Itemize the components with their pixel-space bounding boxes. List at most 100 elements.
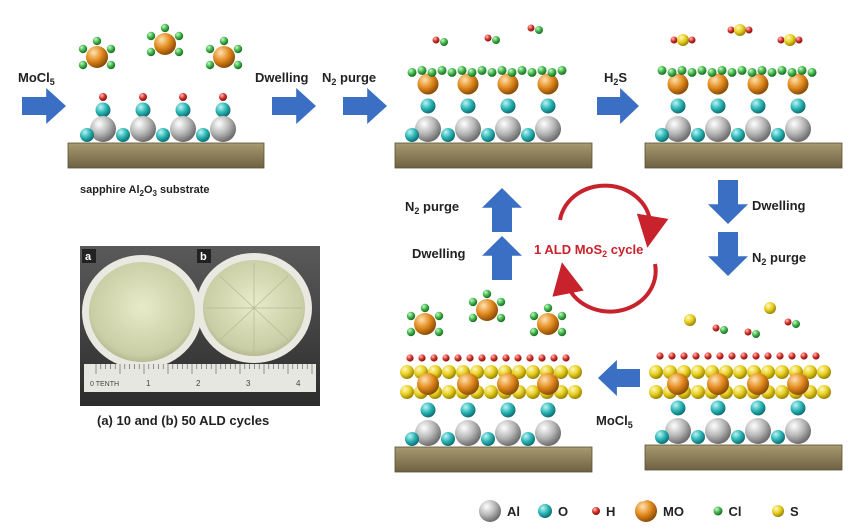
cl-atom — [496, 297, 506, 307]
h-atom — [692, 352, 700, 360]
h-atom — [562, 354, 570, 362]
h-atom — [538, 354, 546, 362]
label-dwelling-top: Dwelling — [255, 70, 309, 85]
arrow-n2-purge-left — [482, 188, 522, 232]
cl-atom — [78, 60, 88, 70]
label-n2-purge-left: N2 purge — [405, 199, 459, 216]
cl-atom — [457, 65, 467, 75]
o-atom — [691, 430, 705, 444]
s-atom — [512, 365, 526, 379]
mo-atom — [417, 73, 439, 95]
cl-atom — [174, 47, 184, 57]
panel-5-atoms — [400, 289, 582, 418]
legend-label-o: O — [558, 504, 568, 519]
s-atom — [775, 385, 789, 399]
h-atom — [745, 26, 753, 34]
cl-atom — [752, 330, 760, 338]
photo-caption: (a) 10 and (b) 50 ALD cycles — [97, 413, 269, 428]
h-atom — [527, 24, 535, 32]
cl-atom — [467, 67, 477, 77]
cl-atom — [106, 44, 116, 54]
cl-atom — [677, 65, 687, 75]
cl-atom — [420, 303, 430, 313]
s-atom — [442, 365, 456, 379]
o-atom — [420, 402, 436, 418]
h-atom — [744, 328, 752, 336]
o-atom — [215, 102, 231, 118]
cl-atom — [106, 60, 116, 70]
o-atom — [731, 128, 745, 142]
s-atom — [554, 365, 568, 379]
h-atom — [526, 354, 534, 362]
o-atom — [460, 98, 476, 114]
s-atom — [817, 365, 831, 379]
h-atom — [752, 352, 760, 360]
cl-atom — [667, 67, 677, 77]
photo-label-a-box — [82, 249, 96, 263]
cl-atom — [487, 67, 497, 77]
label-h2s: H2S — [604, 70, 627, 87]
mo-atom — [787, 373, 809, 395]
h-atom — [716, 352, 724, 360]
h-atom — [466, 354, 474, 362]
h-atom — [179, 93, 187, 101]
al-atom — [170, 116, 196, 142]
o-atom — [540, 98, 556, 114]
al-atom — [745, 418, 771, 444]
h-atom — [788, 352, 796, 360]
mo-atom — [667, 73, 689, 95]
arrow-mocl5-in — [22, 88, 66, 124]
h-atom — [656, 352, 664, 360]
cl-atom — [707, 67, 717, 77]
cl-atom — [777, 65, 787, 75]
s-atom — [691, 365, 705, 379]
cycle-label: 1 ALD MoS2 cycle — [534, 242, 643, 259]
mo-atom — [787, 73, 809, 95]
wafer-b-spoke — [219, 307, 255, 341]
cl-atom — [792, 320, 800, 328]
o-atom — [80, 128, 94, 142]
cl-atom — [720, 326, 728, 334]
h-atom — [442, 354, 450, 362]
mo-atom — [497, 73, 519, 95]
al-atom — [210, 116, 236, 142]
panel-4-atoms — [649, 302, 831, 416]
h-atom — [484, 34, 492, 42]
ruler-number: 2 — [196, 379, 201, 388]
cl-atom — [543, 303, 553, 313]
o-atom — [405, 128, 419, 142]
al-atom — [495, 420, 521, 446]
s-atom — [764, 302, 776, 314]
o-atom — [731, 430, 745, 444]
label-mocl5-bottom: MoCl5 — [596, 413, 633, 430]
h-atom — [764, 352, 772, 360]
arrow-dwelling — [272, 88, 316, 124]
al-atom — [479, 500, 501, 522]
substrate-panel-3 — [644, 142, 843, 169]
cl-atom — [407, 67, 417, 77]
o-atom — [771, 430, 785, 444]
h-atom — [680, 352, 688, 360]
o-atom — [156, 128, 170, 142]
h-atom — [727, 26, 735, 34]
s-atom — [733, 365, 747, 379]
al-atom — [415, 116, 441, 142]
cl-atom — [406, 311, 416, 321]
cl-atom — [787, 67, 797, 77]
mo-atom — [707, 373, 729, 395]
cl-atom — [797, 65, 807, 75]
cl-atom — [440, 38, 448, 46]
s-atom — [649, 385, 663, 399]
o-atom — [790, 98, 806, 114]
cycle-arrow-top — [558, 183, 669, 248]
s-atom — [526, 365, 540, 379]
h-atom — [800, 352, 808, 360]
h-atom — [777, 36, 785, 44]
s-atom — [803, 365, 817, 379]
o-atom — [481, 128, 495, 142]
h-atom — [454, 354, 462, 362]
s-atom — [484, 365, 498, 379]
s-atom — [400, 385, 414, 399]
